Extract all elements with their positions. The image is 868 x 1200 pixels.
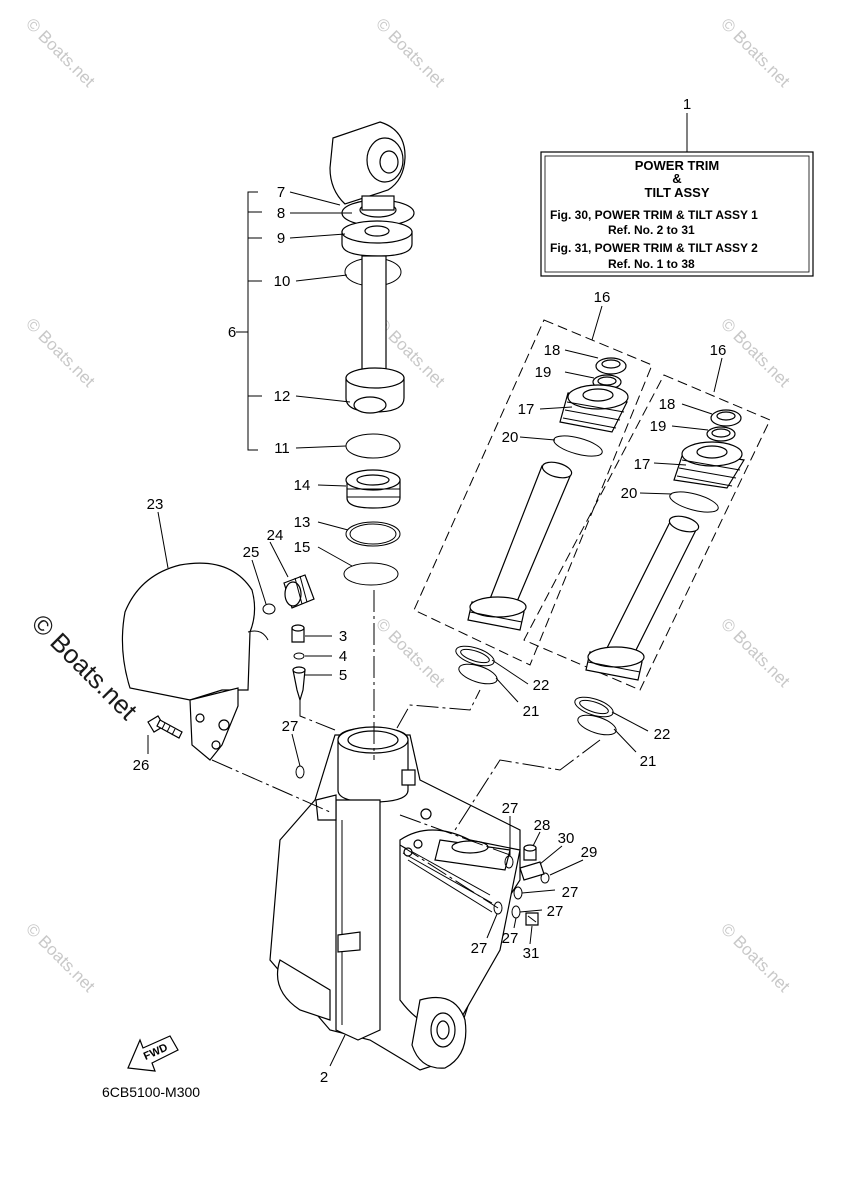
- assembly-axis-lines: [211, 590, 601, 909]
- callout-17-left: 17: [518, 401, 535, 418]
- pt-housing: [269, 726, 521, 1071]
- watermark: © Boats.net: [372, 614, 449, 691]
- note-title-line-1: POWER TRIM: [635, 158, 720, 173]
- callout-6: 6: [228, 324, 236, 341]
- callout-31: 31: [523, 945, 540, 962]
- watermark: © Boats.net: [22, 314, 99, 391]
- note-reference-1-range: Ref. No. 2 to 31: [608, 223, 695, 237]
- callout-21-left: 21: [523, 703, 540, 720]
- callout-2: 2: [320, 1069, 328, 1086]
- callout-15: 15: [294, 539, 311, 556]
- callout-10: 10: [274, 273, 291, 290]
- watermark: © Boats.net: [717, 919, 794, 996]
- callout-11: 11: [274, 440, 290, 457]
- callout-27: 27: [471, 940, 488, 957]
- watermark: © Boats.net: [22, 14, 99, 91]
- callout-19-right: 19: [650, 418, 667, 435]
- note-reference-2-range: Ref. No. 1 to 38: [608, 257, 695, 271]
- callout-27: 27: [562, 884, 579, 901]
- callout-29: 29: [581, 844, 598, 861]
- callout-4: 4: [339, 648, 347, 665]
- callout-16-left: 16: [594, 289, 611, 306]
- cover-and-bolt: [121, 562, 269, 761]
- valve-fittings: [295, 765, 550, 926]
- callout-18-right: 18: [659, 396, 676, 413]
- callout-13: 13: [294, 514, 311, 531]
- note-reference-2: Fig. 31, POWER TRIM & TILT ASSY 2: [550, 241, 758, 255]
- callout-17-right: 17: [634, 456, 651, 473]
- callout-27: 27: [282, 718, 299, 735]
- note-title-line-2: &: [672, 171, 681, 186]
- callout-22-left: 22: [533, 677, 550, 694]
- callout-5: 5: [339, 667, 347, 684]
- watermark: © Boats.net: [717, 314, 794, 391]
- callout-1: 1: [683, 96, 691, 113]
- manual-valve-parts: [262, 574, 315, 703]
- watermark: © Boats.net: [372, 14, 449, 91]
- watermark: © Boats.net: [22, 919, 99, 996]
- note-title-line-3: TILT ASSY: [645, 185, 710, 200]
- callout-12: 12: [274, 388, 291, 405]
- callout-numbers: 1 2 3 4 5 6 7 8 9 10 11 12 13 14 15 16 1…: [133, 96, 727, 1086]
- trim-cylinder-assembly-left: [413, 319, 653, 666]
- callout-9: 9: [277, 230, 285, 247]
- forward-direction-arrow: FWD: [127, 1035, 179, 1072]
- callout-16-right: 16: [710, 342, 727, 359]
- callout-20-left: 20: [502, 429, 519, 446]
- callout-21-right: 21: [640, 753, 657, 770]
- trim-cylinder-assembly-right: [523, 374, 771, 691]
- callout-30: 30: [558, 830, 575, 847]
- callout-26: 26: [133, 757, 150, 774]
- diagram-code: 6CB5100-M300: [102, 1084, 200, 1100]
- watermark: © Boats.net: [717, 14, 794, 91]
- callout-20-right: 20: [621, 485, 638, 502]
- callout-27: 27: [547, 903, 564, 920]
- callout-22-right: 22: [654, 726, 671, 743]
- note-reference-1: Fig. 30, POWER TRIM & TILT ASSY 1: [550, 208, 758, 222]
- callout-18-left: 18: [544, 342, 561, 359]
- callout-14: 14: [294, 477, 311, 494]
- callout-24: 24: [267, 527, 284, 544]
- callout-27: 27: [502, 800, 519, 817]
- callout-3: 3: [339, 628, 347, 645]
- callout-27: 27: [502, 930, 519, 947]
- watermark: © Boats.net: [717, 614, 794, 691]
- callout-23: 23: [147, 496, 164, 513]
- callout-leaders: [147, 191, 723, 1067]
- callout-19-left: 19: [535, 364, 552, 381]
- callout-25: 25: [243, 544, 260, 561]
- assembly-note-box: POWER TRIM & TILT ASSY Fig. 30, POWER TR…: [540, 113, 814, 277]
- cylinder-seals: [455, 645, 617, 736]
- callout-28: 28: [534, 817, 551, 834]
- tilt-rod-assembly: [236, 121, 415, 459]
- callout-7: 7: [277, 184, 285, 201]
- callout-8: 8: [277, 205, 285, 222]
- seal-set: [343, 469, 401, 586]
